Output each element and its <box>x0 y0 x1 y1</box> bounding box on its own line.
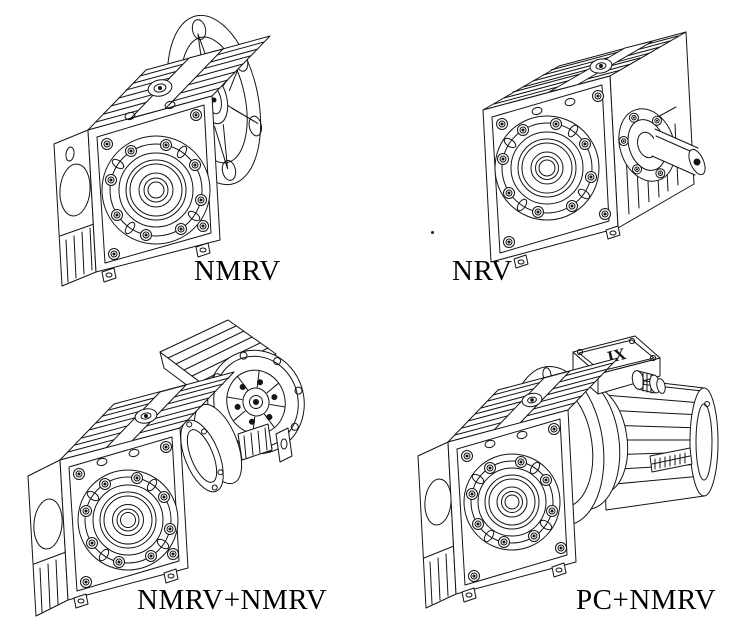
mounting-feet <box>101 242 211 283</box>
figure-pc-nmrv: JX <box>398 330 733 630</box>
input-flange-ring <box>617 108 677 182</box>
pc-nmrv-motorized-drawing: JX <box>417 335 719 609</box>
mounting-feet <box>461 562 567 603</box>
main-gearbox <box>27 371 235 617</box>
nmrv-gearbox-drawing <box>53 14 271 287</box>
oil-plug <box>589 58 613 74</box>
cable-gland <box>631 370 666 394</box>
figure-label-pc-nmrv: PC+NMRV <box>576 584 717 616</box>
input-shaft <box>651 128 706 176</box>
nrv-gearbox-drawing <box>482 31 706 269</box>
output-flange <box>494 115 600 221</box>
left-side-face <box>417 441 457 609</box>
stray-ink-dot <box>431 231 434 234</box>
figure-nmrv-nmrv: NMRV+NMRV <box>10 316 345 628</box>
mounting-feet <box>513 225 621 269</box>
nmrv-nmrv-combination-drawing <box>27 319 305 617</box>
cooling-fins-top <box>482 31 687 111</box>
gearbox <box>417 357 619 609</box>
mounting-feet <box>73 568 179 609</box>
output-flange <box>463 453 561 551</box>
left-side-face <box>27 459 69 617</box>
figure-nmrv: NMRV <box>10 4 310 296</box>
output-flange <box>77 469 179 571</box>
figure-label-nmrv-nmrv: NMRV+NMRV <box>137 584 328 616</box>
cooling-fins-top <box>59 371 235 461</box>
figure-nrv: NRV <box>440 12 730 292</box>
electric-motor <box>601 375 719 511</box>
cooling-fins-top <box>87 35 271 131</box>
left-side-face <box>53 129 97 287</box>
figure-label-nrv: NRV <box>452 255 513 287</box>
output-flange <box>101 135 211 245</box>
motor-end-cap <box>689 387 719 497</box>
figure-label-nmrv: NMRV <box>194 255 281 287</box>
motor-nameplate <box>649 447 693 473</box>
bell-coupling <box>180 403 243 493</box>
oil-plug <box>147 79 173 97</box>
